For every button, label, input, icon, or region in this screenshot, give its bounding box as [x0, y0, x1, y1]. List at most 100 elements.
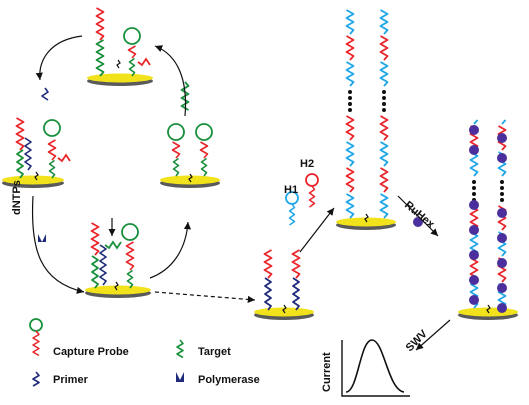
ruhex-molecule — [413, 217, 423, 227]
amp-left-seg-4 — [345, 61, 355, 87]
amp-right-seg-5 — [379, 35, 389, 61]
amp-left-seg-2 — [345, 141, 355, 167]
ruhex-mol-right-0 — [497, 133, 507, 143]
ruhex-mol-left-4 — [469, 250, 479, 260]
h2-stem — [308, 185, 316, 208]
ruhex-mol-right-2 — [497, 208, 507, 218]
ruhex-mol-left-5 — [469, 275, 479, 285]
h2-loop — [305, 173, 319, 187]
arrow-top-to-left — [35, 35, 83, 81]
middle-primer — [99, 244, 107, 286]
flash-br — [282, 304, 287, 314]
middle-target-tail — [104, 240, 122, 250]
capture-left-loop — [43, 119, 61, 137]
amp-right-dot-2 — [382, 96, 386, 100]
capture-right-1-stem — [172, 157, 180, 177]
flash-middle — [114, 281, 119, 291]
swv-axes — [341, 340, 410, 397]
capture-right-2-stem — [200, 157, 208, 177]
flash-left — [34, 171, 39, 181]
amp-left-dot-2 — [348, 96, 352, 100]
electrode-middle — [85, 285, 151, 295]
ruhex-left-seg-3 — [469, 205, 479, 231]
arrow-amplified-to-ruhex — [397, 195, 439, 237]
flash-right — [188, 173, 193, 183]
red-tail-left — [57, 153, 71, 163]
strand-top-left — [95, 7, 105, 41]
middle-red — [90, 222, 100, 256]
amp-right-dot-0 — [382, 108, 386, 112]
amp-right-dot-1 — [382, 102, 386, 106]
ruhex-right-seg-6 — [501, 119, 507, 125]
legend-primer-icon — [32, 371, 40, 387]
dntps-label: dNTPs — [11, 180, 23, 215]
polymerase-icon — [38, 234, 46, 242]
ruhex-mol-left-6 — [469, 295, 479, 305]
ruhex-left-dot-2 — [472, 186, 476, 190]
amp-right-seg-0 — [379, 193, 389, 219]
free-primer — [41, 87, 49, 101]
amp-left-seg-6 — [345, 9, 355, 35]
capture-right-2-loop — [195, 123, 213, 141]
ruhex-left-seg-4 — [469, 151, 479, 177]
amp-right-dot-3 — [382, 90, 386, 94]
legend-target-icon — [176, 339, 184, 359]
arrow-left-to-middle — [31, 195, 85, 294]
red-tail-top — [137, 57, 151, 67]
middle-green — [91, 255, 99, 289]
current-axis-label: Current — [321, 352, 333, 392]
ruhex-mol-right-1 — [497, 153, 507, 163]
amp-left-dot-1 — [348, 102, 352, 106]
legend-capture-probe-icon — [32, 330, 40, 357]
swv-peak-curve — [345, 339, 405, 393]
arrow-ruhex-to-swv — [415, 319, 451, 351]
ruhex-left-seg-6 — [473, 119, 479, 125]
arrow-right-to-top — [154, 45, 187, 117]
electrode-amplified — [336, 217, 396, 227]
ruhex-mol-left-2 — [469, 200, 479, 210]
legend-primer-label: Primer — [53, 374, 89, 386]
legend-capture-probe-loop — [29, 318, 43, 332]
h1-label: H1 — [284, 184, 298, 196]
legend-capture-probe-label: Capture Probe — [53, 346, 129, 358]
amp-right-seg-3 — [379, 115, 389, 141]
amp-right-seg-6 — [379, 9, 389, 35]
arrow-middle-to-right — [149, 221, 192, 279]
electrode-left — [2, 175, 64, 185]
ruhex-right-dot-2 — [500, 186, 504, 190]
capture-left-stem — [48, 159, 56, 179]
flash-amplified — [364, 213, 369, 223]
ruhex-mol-right-6 — [497, 303, 507, 313]
legend-polymerase-icon — [176, 372, 184, 382]
ruhex-left-dot-3 — [472, 180, 476, 184]
amp-left-dot-0 — [348, 108, 352, 112]
capture-top-right-loop — [123, 27, 141, 45]
ruhex-right-dot-1 — [500, 192, 504, 196]
amp-left-seg-1 — [345, 167, 355, 193]
capture-right-1-loop — [167, 123, 185, 141]
legend-target-label: Target — [198, 346, 231, 358]
left-primer — [24, 137, 32, 171]
ruhex-left-dot-1 — [472, 192, 476, 196]
flash-top — [116, 59, 121, 69]
ruhex-left-seg-0 — [469, 283, 479, 309]
ruhex-mol-right-5 — [497, 283, 507, 293]
ruhex-mol-left-3 — [469, 225, 479, 235]
capture-right-2-strand — [199, 141, 209, 159]
arrow-dashed-to-br — [154, 291, 256, 304]
amp-right-seg-2 — [379, 141, 389, 167]
ruhex-mol-left-0 — [469, 125, 479, 135]
amp-left-seg-0 — [345, 193, 355, 219]
flash-ruhex — [486, 304, 491, 314]
h1-stem — [288, 203, 296, 226]
amp-left-dot-3 — [348, 90, 352, 94]
amp-left-seg-3 — [345, 115, 355, 141]
br-red-2 — [291, 249, 301, 279]
ruhex-mol-left-1 — [469, 145, 479, 155]
ruhex-mol-right-4 — [497, 258, 507, 268]
left-red — [15, 117, 25, 151]
h2-label: H2 — [300, 158, 314, 170]
capture-right-1-strand — [171, 141, 181, 159]
ruhex-right-dot-0 — [500, 198, 504, 202]
